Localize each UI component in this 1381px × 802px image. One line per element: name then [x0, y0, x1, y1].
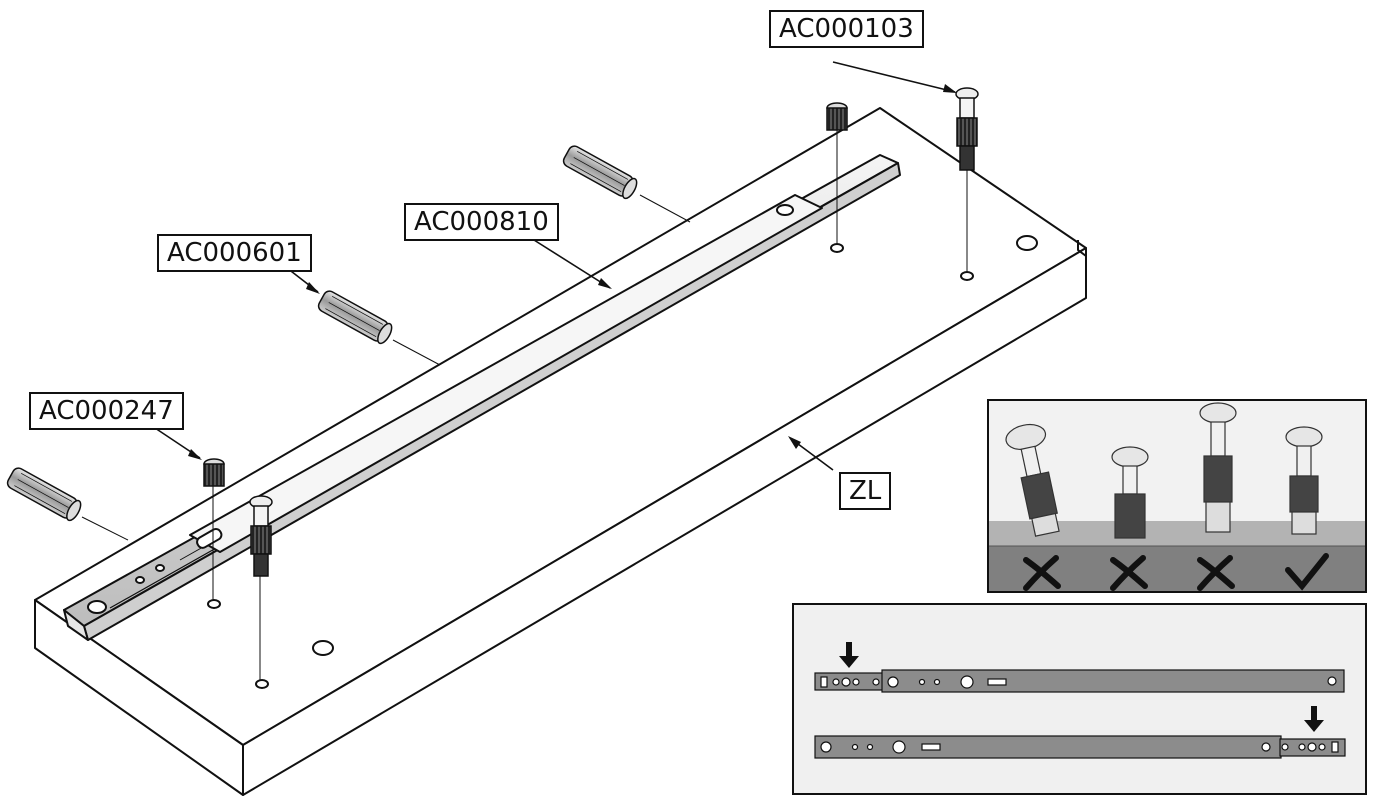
- dowel: [562, 145, 638, 200]
- arrow-down-icon: [1304, 706, 1324, 732]
- rail-orientation-panel: [792, 603, 1367, 795]
- drawer-rail: [63, 154, 901, 641]
- label-panel: ZL: [839, 472, 892, 510]
- rail-slot: [196, 528, 223, 549]
- board-side-face: [242, 247, 1087, 796]
- label-rail: AC000810: [404, 203, 559, 241]
- rail-bottom: [814, 735, 1346, 759]
- dowel: [6, 467, 82, 522]
- hole: [207, 599, 221, 609]
- fastener-tilted: [1005, 423, 1060, 537]
- check-icon: [1285, 553, 1329, 591]
- hole: [960, 271, 974, 281]
- board-panel: [34, 107, 1087, 796]
- label-insert: AC000247: [29, 392, 184, 430]
- insert-sleeve: [203, 458, 225, 487]
- insertion-check-panel: [987, 399, 1367, 593]
- label-dowel: AC000601: [157, 234, 312, 272]
- hole: [255, 679, 269, 689]
- rail-hole: [87, 600, 107, 614]
- cam-screw: [955, 87, 979, 171]
- hole: [1016, 235, 1038, 251]
- hole: [830, 243, 844, 253]
- rail-top: [814, 669, 1345, 693]
- rail-hole: [776, 204, 794, 216]
- fastener-correct: [1285, 426, 1323, 535]
- arrow-down-icon: [839, 642, 859, 668]
- rail-hole: [155, 564, 165, 572]
- cross-icon: [1023, 555, 1061, 591]
- dowel: [317, 290, 393, 345]
- rail-hole: [135, 576, 145, 584]
- cross-icon: [1110, 555, 1148, 591]
- fastener-high: [1111, 446, 1149, 539]
- insert-sleeve: [826, 102, 848, 131]
- label-screw-top: AC000103: [769, 10, 924, 48]
- fastener-shifted: [1199, 402, 1237, 533]
- cross-icon: [1197, 555, 1235, 591]
- board-notch: [1077, 240, 1087, 257]
- arrow-heads: [188, 84, 957, 460]
- cam-screw: [249, 495, 273, 577]
- hole: [312, 640, 334, 656]
